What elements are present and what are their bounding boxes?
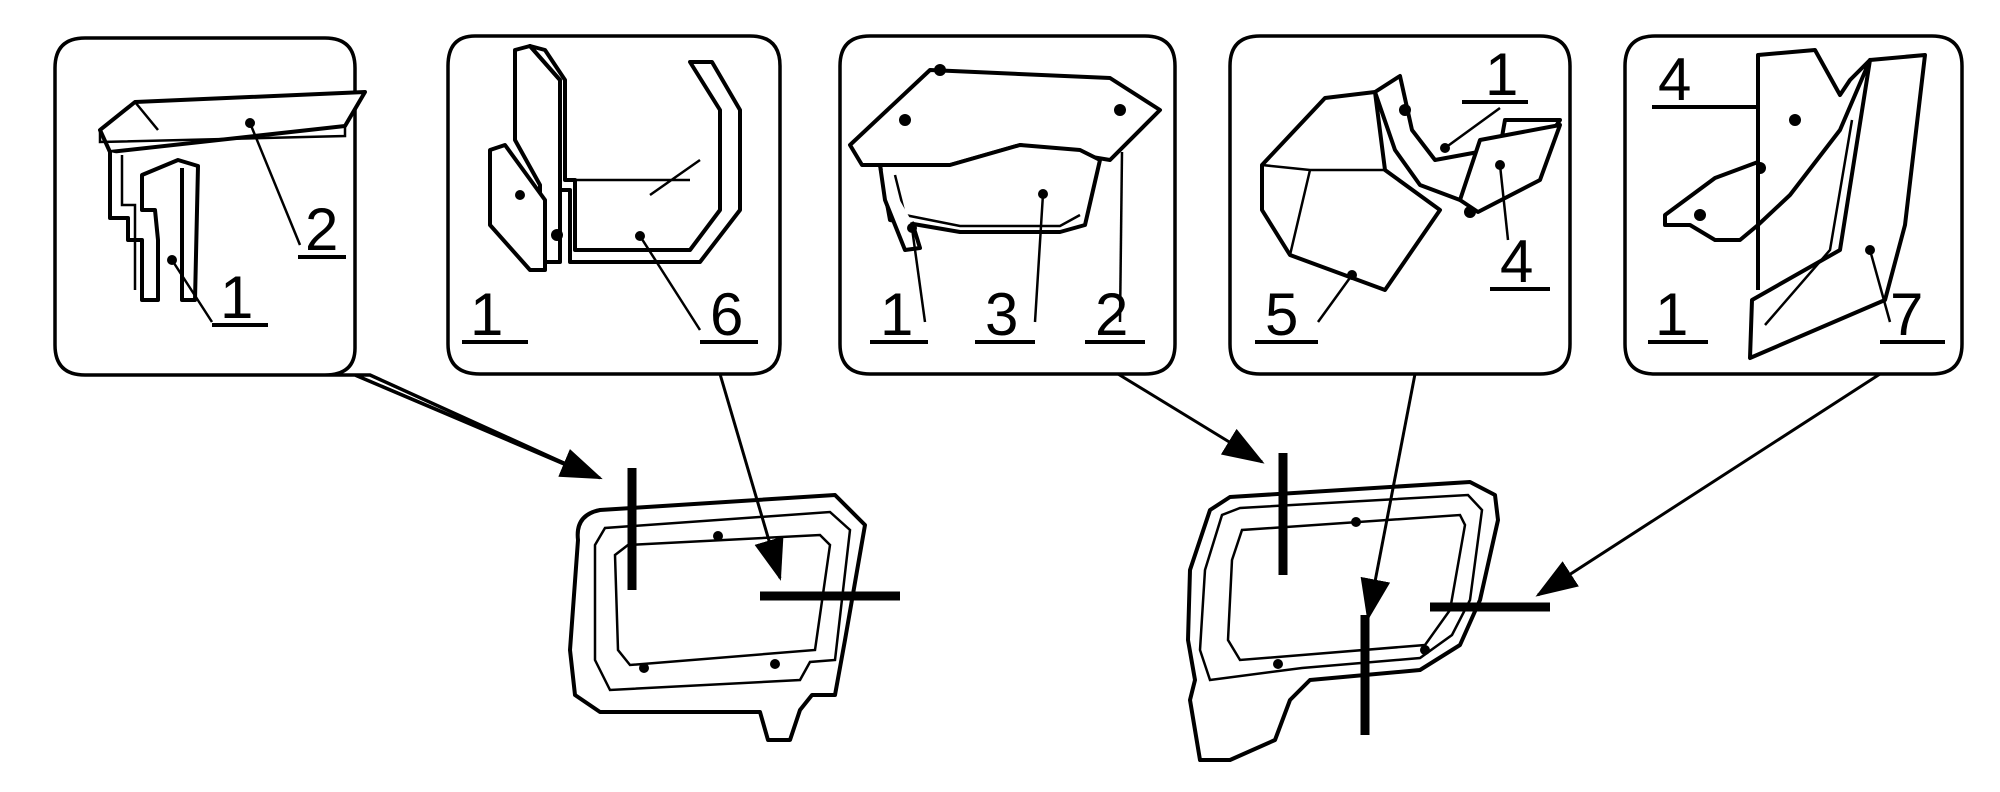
part-2-leader <box>1118 151 1124 323</box>
callout-2: 1 6 <box>446 34 782 376</box>
part-1-flange <box>878 164 927 323</box>
part-1-section <box>108 152 214 323</box>
part-4-plate <box>1458 123 1562 241</box>
callout-1-label-1: 1 <box>220 264 253 331</box>
callout-3-label-3: 3 <box>985 281 1018 348</box>
part-5-box <box>1260 90 1442 323</box>
part-7-panel <box>1748 53 1927 360</box>
callout-5: 4 1 7 <box>1623 34 1964 376</box>
callout-3-label-1: 1 <box>880 281 913 348</box>
callout-4-label-5: 5 <box>1265 281 1298 348</box>
right-door-outline <box>1186 480 1500 762</box>
callout-1-label-2: 2 <box>305 196 338 263</box>
leader-arrows <box>354 372 1881 621</box>
callout-3: 1 3 2 <box>838 34 1177 376</box>
callout-5-label-7: 7 <box>1890 281 1923 348</box>
callout-4: 1 5 4 <box>1228 34 1572 376</box>
callout-5-label-1: 1 <box>1655 281 1688 348</box>
callout-4-label-4: 4 <box>1500 228 1533 295</box>
callout-1: 2 1 <box>53 36 591 477</box>
part-1-section <box>1663 80 1760 290</box>
part-6-panel <box>513 44 742 331</box>
part-2-flange <box>98 90 367 246</box>
callout-4-label-1: 1 <box>1485 41 1518 108</box>
callout-5-label-4: 4 <box>1658 46 1691 113</box>
callout-2-label-6: 6 <box>710 281 743 348</box>
part-1-bracket <box>488 143 563 272</box>
left-door-outline <box>568 493 867 742</box>
part-3-channel <box>848 64 1162 323</box>
callout-3-label-2: 2 <box>1095 281 1128 348</box>
callout-2-label-1: 1 <box>470 281 503 348</box>
